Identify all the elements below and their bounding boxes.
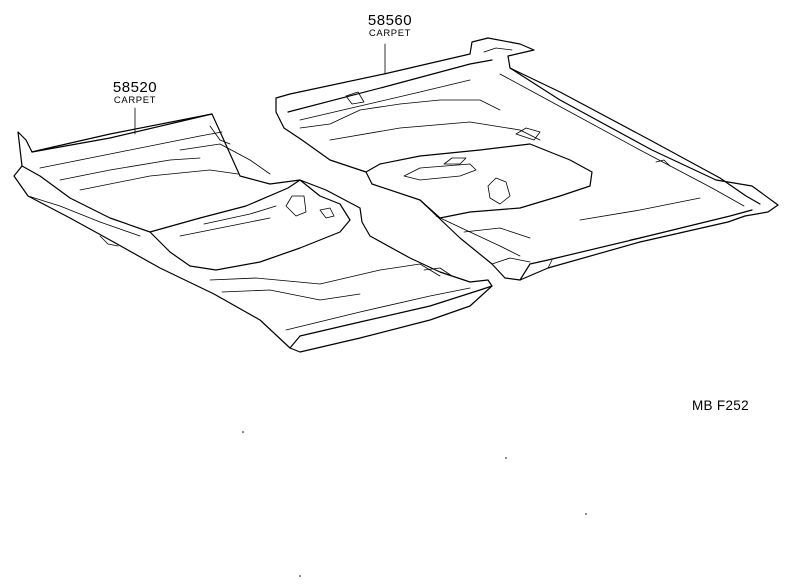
speck-mark bbox=[242, 431, 244, 433]
speck-mark bbox=[299, 575, 301, 577]
part-callout-rear-carpet[interactable]: 58560 CARPET bbox=[355, 13, 425, 39]
part-name-label: CARPET bbox=[113, 95, 157, 106]
speck-mark bbox=[505, 457, 507, 459]
part-name-label: CARPET bbox=[368, 28, 412, 39]
part-number-label: 58520 bbox=[112, 79, 158, 96]
diagram-code-label: MB F252 bbox=[692, 398, 749, 413]
rear-floor-carpet-drawing bbox=[275, 37, 779, 281]
part-callout-front-carpet[interactable]: 58520 CARPET bbox=[100, 80, 170, 106]
speck-mark bbox=[585, 513, 587, 515]
part-number-label: 58560 bbox=[367, 12, 413, 29]
front-floor-carpet-drawing bbox=[13, 107, 493, 353]
